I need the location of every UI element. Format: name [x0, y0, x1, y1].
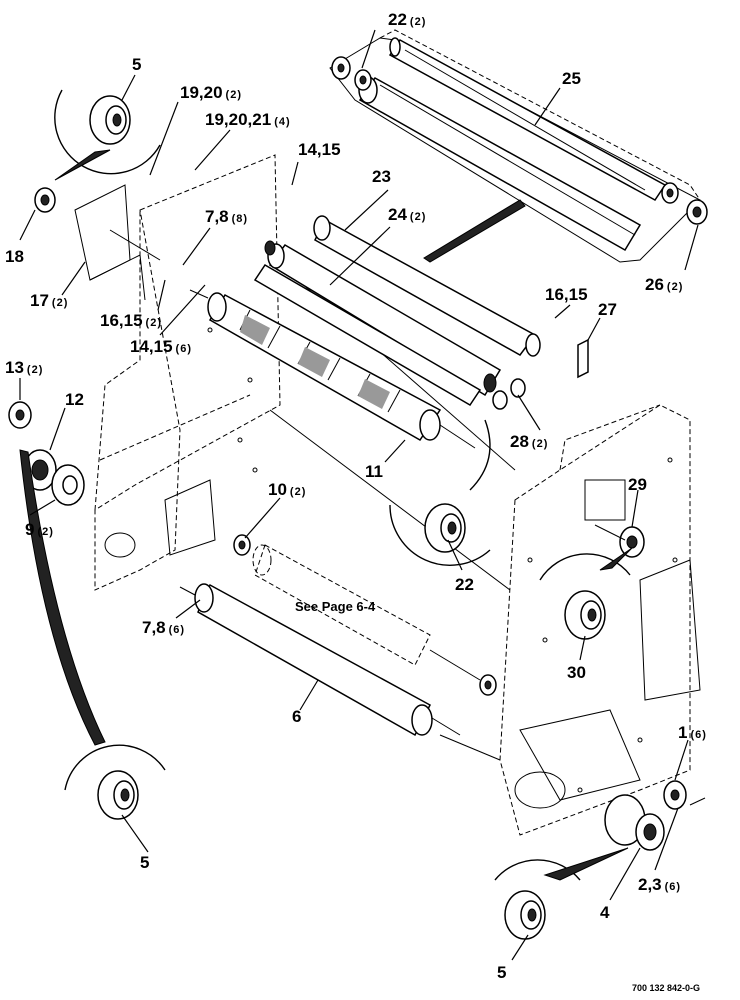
callout-12: 12: [65, 390, 84, 409]
bearing-icon: [34, 187, 56, 213]
bearing-icon: [354, 69, 372, 91]
callout-23: 23: [372, 167, 391, 186]
leader-lines: [19, 29, 699, 961]
callout-18: 18: [5, 247, 24, 266]
callout-2-3: 2,3(6): [638, 875, 681, 894]
detail-5-top: [54, 89, 161, 181]
callout-4: 4: [600, 903, 610, 922]
callout-6: 6: [292, 707, 301, 726]
see-page-note: See Page 6-4: [295, 599, 376, 614]
roller-assembly-25: [329, 29, 708, 263]
detail-22-mid: [389, 419, 491, 566]
bearing-icon: [686, 199, 708, 225]
detail-5-bottom: [494, 847, 629, 940]
callout-22-mid: 22: [455, 575, 474, 594]
callout-26: 26(2): [645, 275, 683, 294]
callout-14-15-top: 14,15: [298, 140, 341, 159]
callout-10: 10(2): [268, 480, 306, 499]
callout-5-bottom: 5: [497, 963, 506, 982]
callout-25: 25: [562, 69, 581, 88]
bearing-icon: [331, 56, 351, 80]
callout-30: 30: [567, 663, 586, 682]
callout-labels: 22(2) 25 5 19,20(2) 19,20,21(4) 14,15 23…: [5, 10, 707, 993]
callout-19-20-21: 19,20,21(4): [205, 110, 291, 129]
callout-9: 9(2): [25, 520, 54, 539]
callout-22-top: 22(2): [388, 10, 426, 29]
detail-30: [539, 547, 633, 640]
roller-24: [253, 240, 502, 407]
roller-23: [313, 215, 541, 357]
callout-7-8-top: 7,8(8): [205, 207, 248, 226]
callout-16-15-left: 16,15(2): [100, 311, 162, 330]
phantom-roller: [233, 534, 497, 696]
sprocket-4: [604, 794, 665, 851]
bearing-1: [663, 780, 687, 810]
callout-5-top: 5: [132, 55, 141, 74]
callout-14-15-mid: 14,15(6): [130, 337, 192, 356]
callout-1: 1(6): [678, 723, 707, 742]
callout-13: 13(2): [5, 358, 43, 377]
bearing-icon: [492, 378, 526, 410]
frame-icon: [94, 154, 701, 836]
bearing-icon: [479, 674, 497, 696]
bearing-icon: [661, 182, 679, 204]
callout-17: 17(2): [30, 291, 68, 310]
bearing-icon: [233, 534, 251, 556]
bracket-17: [34, 184, 161, 301]
callout-28: 28(2): [510, 432, 548, 451]
link-27: [577, 338, 589, 379]
callout-24: 24(2): [388, 205, 426, 224]
callout-27: 27: [598, 300, 617, 319]
roller-11: [189, 289, 476, 449]
callout-5-bottom-left: 5: [140, 853, 149, 872]
callout-16-15-right: 16,15: [545, 285, 588, 304]
callout-11: 11: [365, 462, 383, 481]
drawing-code: 700 132 842-0-G: [632, 983, 700, 993]
roller-6: [179, 583, 461, 737]
callout-7-8-low: 7,8(6): [142, 618, 185, 637]
bearing-icon: [8, 401, 32, 429]
bearing-29: [594, 524, 645, 558]
callout-19-20: 19,20(2): [180, 83, 242, 102]
callout-29: 29: [628, 475, 647, 494]
sprocket-9: [51, 464, 85, 506]
detail-5-left: [19, 449, 166, 820]
